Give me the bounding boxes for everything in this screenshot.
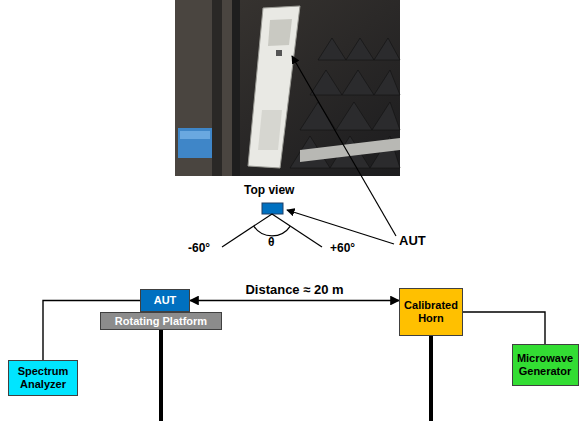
signal-connector [463,312,545,344]
box-text: Rotating Platform [115,315,207,328]
signal-connector [43,301,140,361]
distance-label: Distance ≈ 20 m [243,282,345,297]
signal-connector [190,300,399,301]
instrument-box: Spectrum Analyzer [8,360,78,396]
angle-line [222,214,272,247]
leader-line [292,56,396,236]
box-text: AUT [154,294,177,307]
aut-photo [175,0,400,176]
box-text: Microwave Generator [516,352,575,377]
support-pole [429,336,433,421]
instrument-box: Microwave Generator [512,344,579,386]
box-text: Calibrated Horn [403,299,459,324]
angle-label: +60° [330,241,355,255]
antenna-box: Calibrated Horn [399,288,463,336]
view-label: Top view [244,183,294,197]
aut-top-view [262,203,283,214]
support-pole [159,330,163,421]
angle-arc [254,226,291,236]
angle-line [272,214,322,247]
angle-symbol: θ [268,235,275,249]
platform-box: Rotating Platform [100,312,222,330]
callout-label: AUT [399,233,426,248]
leader-line [287,210,394,244]
device-box: AUT [140,289,190,312]
box-text: Spectrum Analyzer [12,365,74,390]
angle-label: -60° [188,241,210,255]
